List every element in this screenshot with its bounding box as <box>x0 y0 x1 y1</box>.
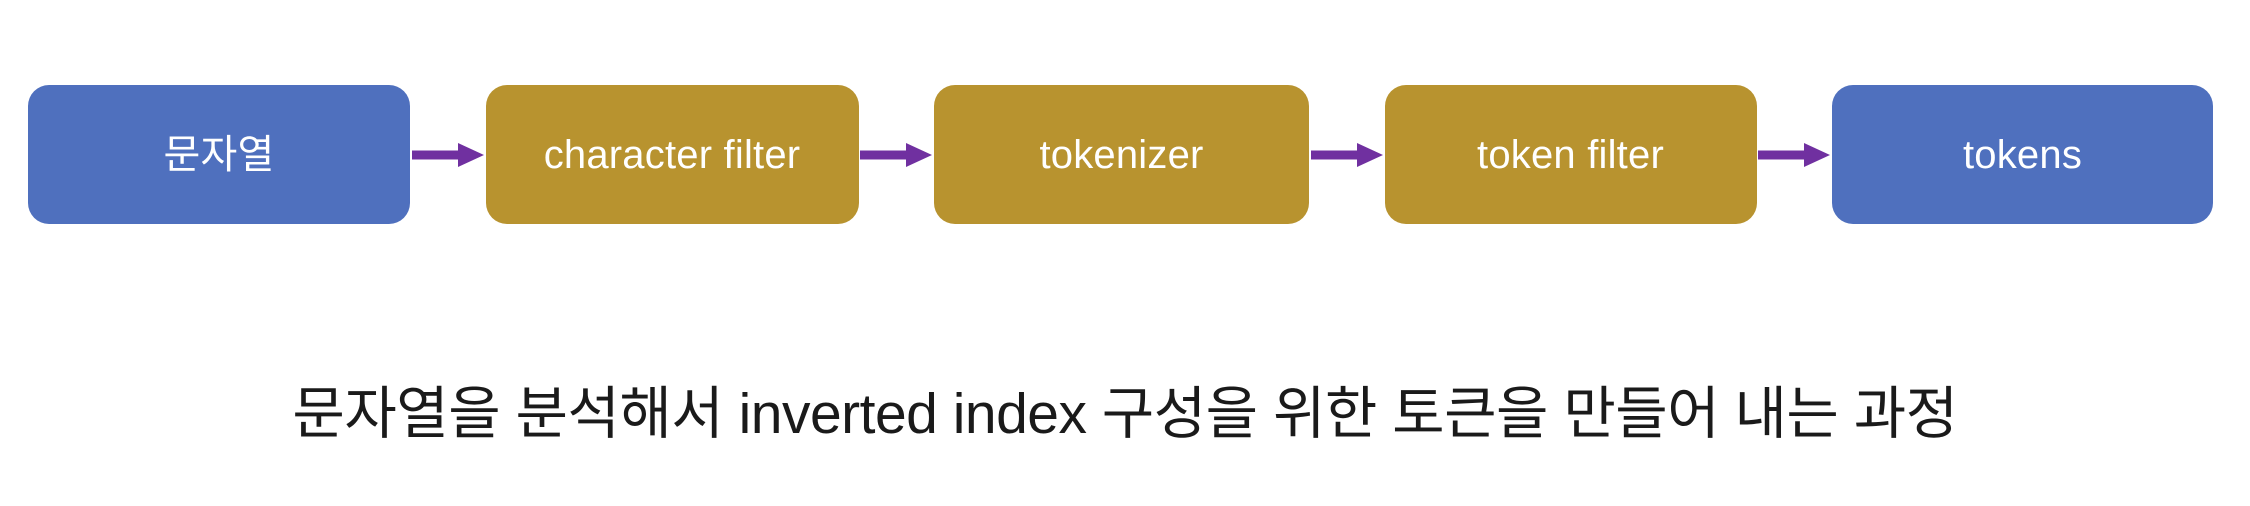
node-label-input-string: 문자열 <box>163 132 275 177</box>
node-tokenizer[interactable]: tokenizer <box>934 85 1309 224</box>
arrow-right-icon-3 <box>1310 85 1384 224</box>
node-label-token-filter: token filter <box>1477 132 1664 177</box>
node-label-output-tokens: tokens <box>1962 132 2083 177</box>
node-input-string[interactable]: 문자열 <box>28 85 410 224</box>
arrow-right-icon-2 <box>859 85 933 224</box>
node-label-character-filter: character filter <box>543 132 801 177</box>
node-token-filter[interactable]: token filter <box>1384 85 1757 224</box>
node-label-tokenizer: tokenizer <box>1039 132 1204 177</box>
arrow-right-icon-1 <box>411 85 485 224</box>
node-output-tokens[interactable]: tokens <box>1832 85 2213 224</box>
arrow-right-icon-4 <box>1757 85 1831 224</box>
analysis-pipeline: 문자열 character filter tokenizer <box>28 85 2213 224</box>
diagram-caption: 문자열을 분석해서 inverted index 구성을 위한 토큰을 만들어 … <box>292 382 1958 446</box>
node-character-filter[interactable]: character filter <box>485 85 859 224</box>
